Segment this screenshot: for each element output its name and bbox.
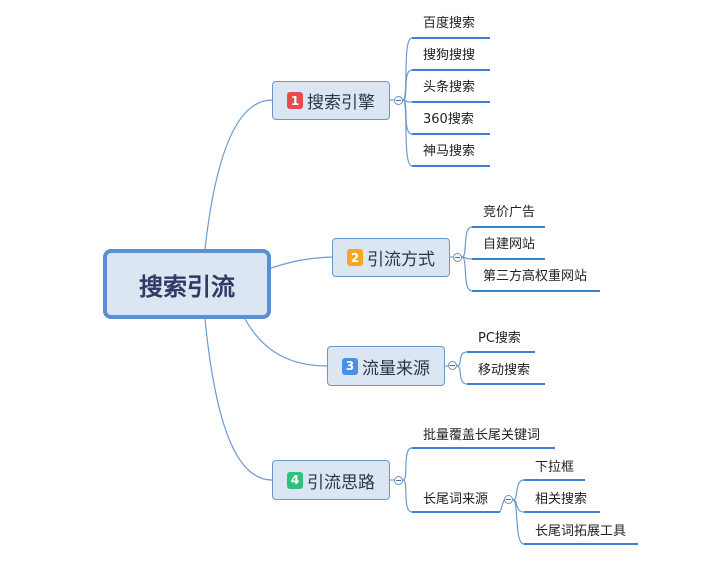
- collapse-circle-icon[interactable]: [394, 96, 403, 105]
- branch-1-label: 搜索引擎: [307, 93, 375, 113]
- branch-4-number-badge: 4: [287, 471, 303, 489]
- root-topic[interactable]: 搜索引流: [103, 249, 271, 319]
- branch-2-link-3: [461, 256, 473, 292]
- root-topic-label: 搜索引流: [139, 272, 235, 301]
- leaf-1-2[interactable]: 搜狗搜搜: [423, 48, 476, 63]
- root-branch-2-link: [270, 256, 333, 269]
- leaf-1-1[interactable]: 百度搜索: [423, 16, 476, 31]
- leaf-4-2-2[interactable]: 相关搜索: [535, 492, 588, 507]
- branch-3-number-badge: 3: [342, 357, 358, 375]
- collapse-circle-icon[interactable]: [394, 476, 403, 485]
- leaf-2-2[interactable]: 自建网站: [483, 237, 536, 252]
- branch-1-number-badge: 1: [287, 92, 303, 109]
- branch-topic-1[interactable]: 1 搜索引擎: [272, 81, 390, 120]
- branch-1-link-1: [402, 37, 413, 101]
- branch-3-link-1: [456, 351, 468, 367]
- collapse-circle-icon[interactable]: [453, 253, 462, 262]
- branch-topic-3[interactable]: 3 流量来源: [327, 346, 445, 386]
- leaf-1-5[interactable]: 神马搜索: [423, 144, 476, 159]
- branch-4-label: 引流思路: [307, 472, 375, 493]
- leaf-3-1[interactable]: PC搜索: [478, 331, 521, 346]
- branch-1-link-2: [402, 69, 413, 101]
- leaf-4-2-stub: [499, 499, 505, 513]
- leaf-1-3[interactable]: 头条搜索: [423, 80, 476, 95]
- leaf-4-2-1[interactable]: 下拉框: [535, 460, 575, 475]
- branch-3-label: 流量来源: [362, 358, 430, 379]
- leaf-4-2-link-1: [512, 479, 525, 501]
- branch-2-number-badge: 2: [347, 249, 363, 266]
- leaf-4-2[interactable]: 长尾词来源: [423, 492, 489, 507]
- branch-3-link-2: [456, 365, 468, 385]
- root-branch-3-link: [244, 318, 328, 367]
- root-branch-4-link: [204, 318, 273, 481]
- leaf-3-2[interactable]: 移动搜索: [478, 363, 531, 378]
- branch-1-link-5: [402, 99, 413, 167]
- leaf-2-3[interactable]: 第三方高权重网站: [483, 269, 588, 284]
- leaf-4-2-link-3: [512, 499, 525, 545]
- branch-2-link-1: [461, 226, 473, 258]
- branch-topic-2[interactable]: 2 引流方式: [332, 238, 450, 277]
- branch-4-link-1: [402, 447, 413, 481]
- branch-1-link-4: [402, 99, 413, 135]
- leaf-2-1[interactable]: 竞价广告: [483, 205, 536, 220]
- leaf-4-1[interactable]: 批量覆盖长尾关键词: [423, 428, 541, 443]
- leaf-1-4[interactable]: 360搜索: [423, 112, 474, 127]
- collapse-circle-icon[interactable]: [504, 495, 513, 504]
- branch-4-link-2: [402, 479, 413, 513]
- branch-2-label: 引流方式: [367, 250, 435, 270]
- collapse-circle-icon[interactable]: [448, 361, 457, 370]
- leaf-4-2-3[interactable]: 长尾词拓展工具: [535, 524, 627, 539]
- root-branch-1-link: [204, 99, 273, 250]
- branch-topic-4[interactable]: 4 引流思路: [272, 460, 390, 500]
